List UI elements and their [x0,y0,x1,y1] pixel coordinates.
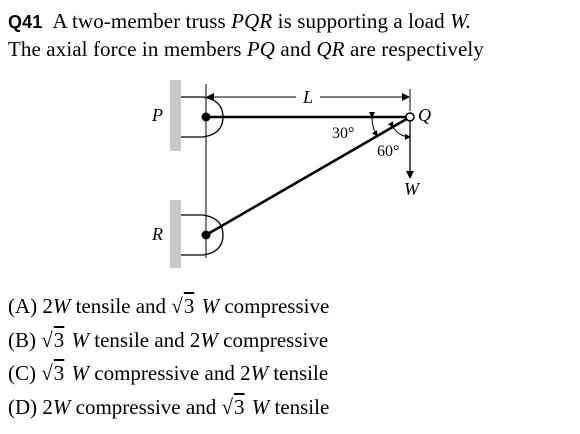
sqrt-symbol: √ [41,327,53,352]
option-tag: (B) [8,327,36,352]
option-symbol: W [201,294,220,318]
angle-30-label: 30° [332,125,354,142]
pin-r [201,230,211,240]
load-symbol: W. [450,9,472,33]
option-symbol: W [71,361,90,385]
option-symbol: W [52,294,71,318]
member-qr: QR [316,37,345,61]
option-symbol: W [250,361,269,385]
option-symbol: W [52,394,71,419]
answer-options: (A) 2W tensile and √3 W compressive (B) … [8,290,329,424]
wall-p [170,80,181,151]
option-text: tensile and [75,294,167,318]
sqrt-symbol: √ [171,294,183,318]
option-text: 2 [42,394,53,419]
member-pq: PQ [246,37,276,61]
option-text: 3 [53,361,65,385]
angle-arc-60 [387,121,411,140]
question-text-part: A two-member truss [52,9,226,33]
member-qr-line [205,115,411,237]
option-text: 3 [183,294,195,318]
option-text: compressive and 2 [94,361,251,385]
truss-name: PQR [231,9,273,33]
sqrt-symbol: √ [41,361,53,385]
option-tag: (C) [8,361,36,385]
angle-arc-30 [369,111,378,137]
label-r: R [151,224,163,244]
sqrt-symbol: √ [221,394,233,419]
option-symbol: W [200,327,218,352]
label-l: L [302,87,313,107]
option-b[interactable]: (B) √3 W tensile and 2W compressive [8,324,329,358]
option-symbol: W [71,327,90,352]
question-text-part: are respectively [349,37,484,61]
question-line-2: The axial force in members PQ and QR are… [8,36,574,63]
option-text: tensile and 2 [94,327,201,352]
label-w: W [404,179,421,199]
question-text-part: The axial force in members [8,37,242,61]
option-text: compressive and [75,394,217,419]
label-p: P [151,105,163,125]
question-text-part: is supporting a load [277,9,445,33]
pin-q [405,112,415,122]
question-line-1: Q41 A two-member truss PQR is supporting… [8,8,574,36]
question-number: Q41 [8,12,43,32]
option-tag: (A) [8,294,38,318]
pin-p [201,112,211,122]
option-text: compressive [223,327,329,352]
option-text: 3 [53,327,65,352]
option-text: tensile [273,361,329,385]
option-tag: (D) [8,394,38,419]
option-text: 2 [42,294,53,318]
option-text: compressive [224,294,330,318]
option-symbol: W [251,394,270,419]
question-text-part: and [280,37,312,61]
option-a[interactable]: (A) 2W tensile and √3 W compressive [8,290,329,324]
option-text: 3 [233,394,245,419]
angle-60-label: 60° [377,143,399,160]
option-text: tensile [274,394,330,419]
question-text: Q41 A two-member truss PQR is supporting… [8,8,574,63]
option-c[interactable]: (C) √3 W compressive and 2W tensile [8,357,329,391]
option-d[interactable]: (D) 2W compressive and √3 W tensile [8,391,329,425]
label-q: Q [418,105,431,125]
wall-r [170,200,181,268]
